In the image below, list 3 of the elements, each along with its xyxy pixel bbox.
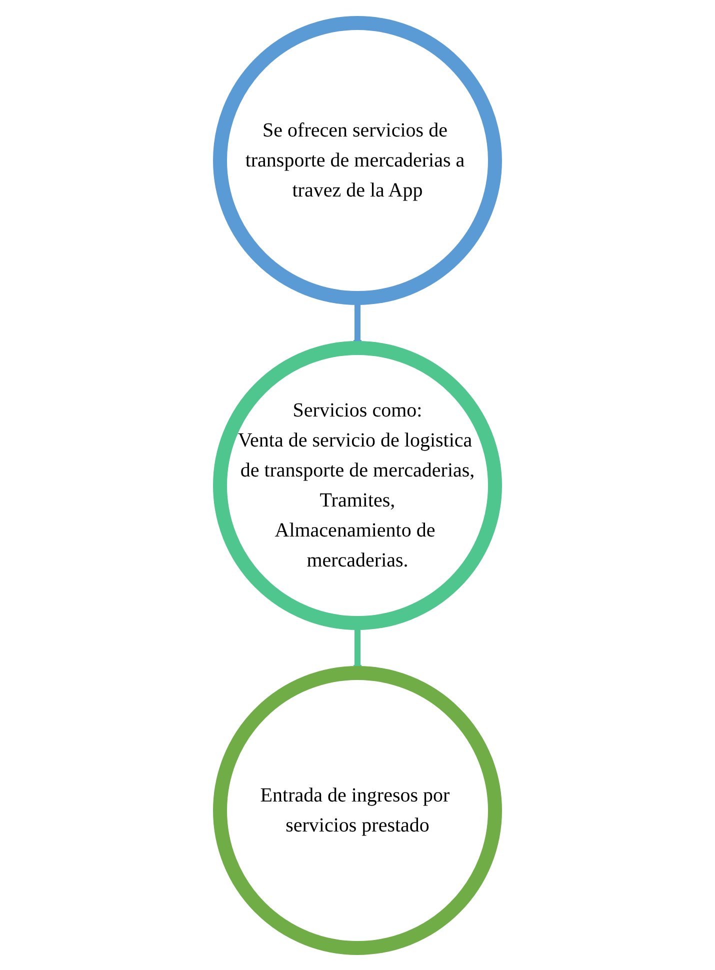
node-circle: Se ofrecen servicios de transporte de mercaderias a travez de la App — [213, 16, 502, 304]
node-circle: Servicios como: Venta de servicio de logistica de transporte de mercaderias, Tramites, Almacenamiento de mercaderias. — [213, 340, 502, 630]
node-circle: Entrada de ingresos por servicios prestado — [213, 666, 502, 954]
